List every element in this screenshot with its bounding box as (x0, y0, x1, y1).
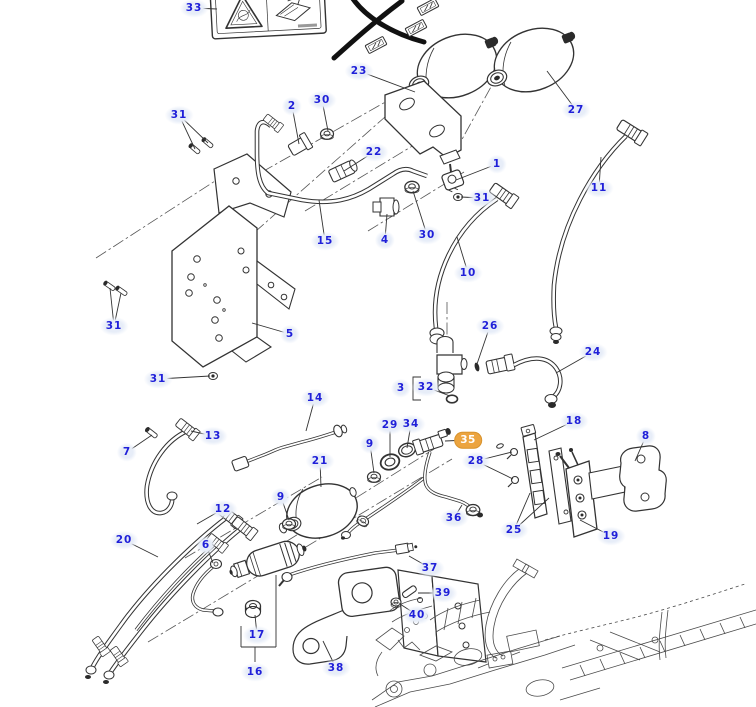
operator-manual-icon (275, 0, 318, 28)
delete-cross-mark (331, 0, 427, 61)
callout-33[interactable]: 33 (179, 0, 209, 18)
o-ring-26-drawing (474, 362, 480, 372)
callout-38[interactable]: 38 (321, 658, 351, 678)
callout-9a[interactable]: 9 (359, 434, 381, 454)
fittings-row-drawing (281, 428, 451, 531)
callout-8[interactable]: 8 (635, 426, 657, 446)
callout-12[interactable]: 12 (208, 499, 238, 519)
callout-1[interactable]: 1 (486, 154, 508, 174)
elbow-4-drawing (372, 197, 400, 217)
elbow-union-3-drawing (436, 335, 480, 404)
callout-30a[interactable]: 30 (307, 90, 337, 110)
callout-11[interactable]: 11 (584, 178, 614, 198)
warning-decal (208, 0, 327, 40)
callout-3[interactable]: 3 (390, 378, 412, 398)
callout-10[interactable]: 10 (453, 263, 483, 283)
nut-9a-drawing (366, 471, 382, 484)
callout-7[interactable]: 7 (116, 442, 138, 462)
callout-19[interactable]: 19 (596, 526, 626, 546)
seal-32-drawing (445, 394, 459, 404)
callout-14[interactable]: 14 (300, 388, 330, 408)
callout-31b[interactable]: 31 (467, 188, 497, 208)
callout-28[interactable]: 28 (461, 451, 491, 471)
fitting-35-drawing (412, 428, 451, 456)
warning-triangle-icon (225, 0, 263, 30)
callout-2[interactable]: 2 (281, 96, 303, 116)
washer-29-drawing (379, 453, 401, 471)
pin-39-drawing (401, 585, 417, 599)
callout-25[interactable]: 25 (499, 520, 529, 540)
valve-16-drawing (229, 540, 307, 579)
plates-18-25-drawing (496, 424, 572, 525)
hose-11-drawing (549, 117, 649, 344)
callout-17[interactable]: 17 (242, 625, 272, 645)
bolts-31-drawing (101, 135, 463, 380)
hose-6-drawing (190, 558, 224, 617)
bolt-7-drawing (143, 425, 159, 440)
pipe-14-drawing (231, 424, 348, 472)
callout-24[interactable]: 24 (578, 342, 608, 362)
clamp-1-drawing (441, 169, 465, 193)
decal-part-number-text (297, 23, 318, 28)
nut-17-drawing (244, 599, 262, 618)
callout-32[interactable]: 32 (411, 377, 441, 397)
callout-35[interactable]: 35 (454, 431, 482, 449)
callout-39[interactable]: 39 (428, 583, 458, 603)
callout-30b[interactable]: 30 (412, 225, 442, 245)
callout-23[interactable]: 23 (344, 61, 374, 81)
hose-24-drawing (485, 353, 563, 408)
callout-9b[interactable]: 9 (270, 487, 292, 507)
callout-36[interactable]: 36 (439, 508, 469, 528)
callout-22[interactable]: 22 (359, 142, 389, 162)
callout-37[interactable]: 37 (415, 558, 445, 578)
callout-31c[interactable]: 31 (99, 316, 129, 336)
hose-bundle-20-12-drawing (85, 502, 259, 684)
hose-clips (364, 0, 440, 55)
pipe-37-drawing (278, 542, 418, 587)
callout-13[interactable]: 13 (198, 426, 228, 446)
callout-31d[interactable]: 31 (143, 369, 173, 389)
callout-20[interactable]: 20 (109, 530, 139, 550)
callout-5[interactable]: 5 (279, 324, 301, 344)
callout-4[interactable]: 4 (374, 230, 396, 250)
nut-40-drawing (390, 597, 402, 608)
callout-18[interactable]: 18 (559, 411, 589, 431)
nut-9b-drawing (281, 518, 297, 531)
bracket-19-drawing (555, 445, 667, 538)
callout-21[interactable]: 21 (305, 451, 335, 471)
accumulator-27-drawing (486, 27, 576, 93)
callout-16[interactable]: 16 (240, 662, 270, 682)
callout-40[interactable]: 40 (402, 605, 432, 625)
callout-31a[interactable]: 31 (164, 105, 194, 125)
callout-6[interactable]: 6 (195, 535, 217, 555)
pipe-36-assembly-drawing (341, 451, 483, 540)
callout-26[interactable]: 26 (475, 316, 505, 336)
pipe-15-assembly-drawing (254, 112, 465, 217)
mounting-plate-5-drawing (171, 153, 296, 368)
callout-34[interactable]: 34 (396, 414, 426, 434)
hose-13-drawing (143, 416, 201, 516)
callout-15[interactable]: 15 (310, 231, 340, 251)
callout-27[interactable]: 27 (561, 100, 591, 120)
